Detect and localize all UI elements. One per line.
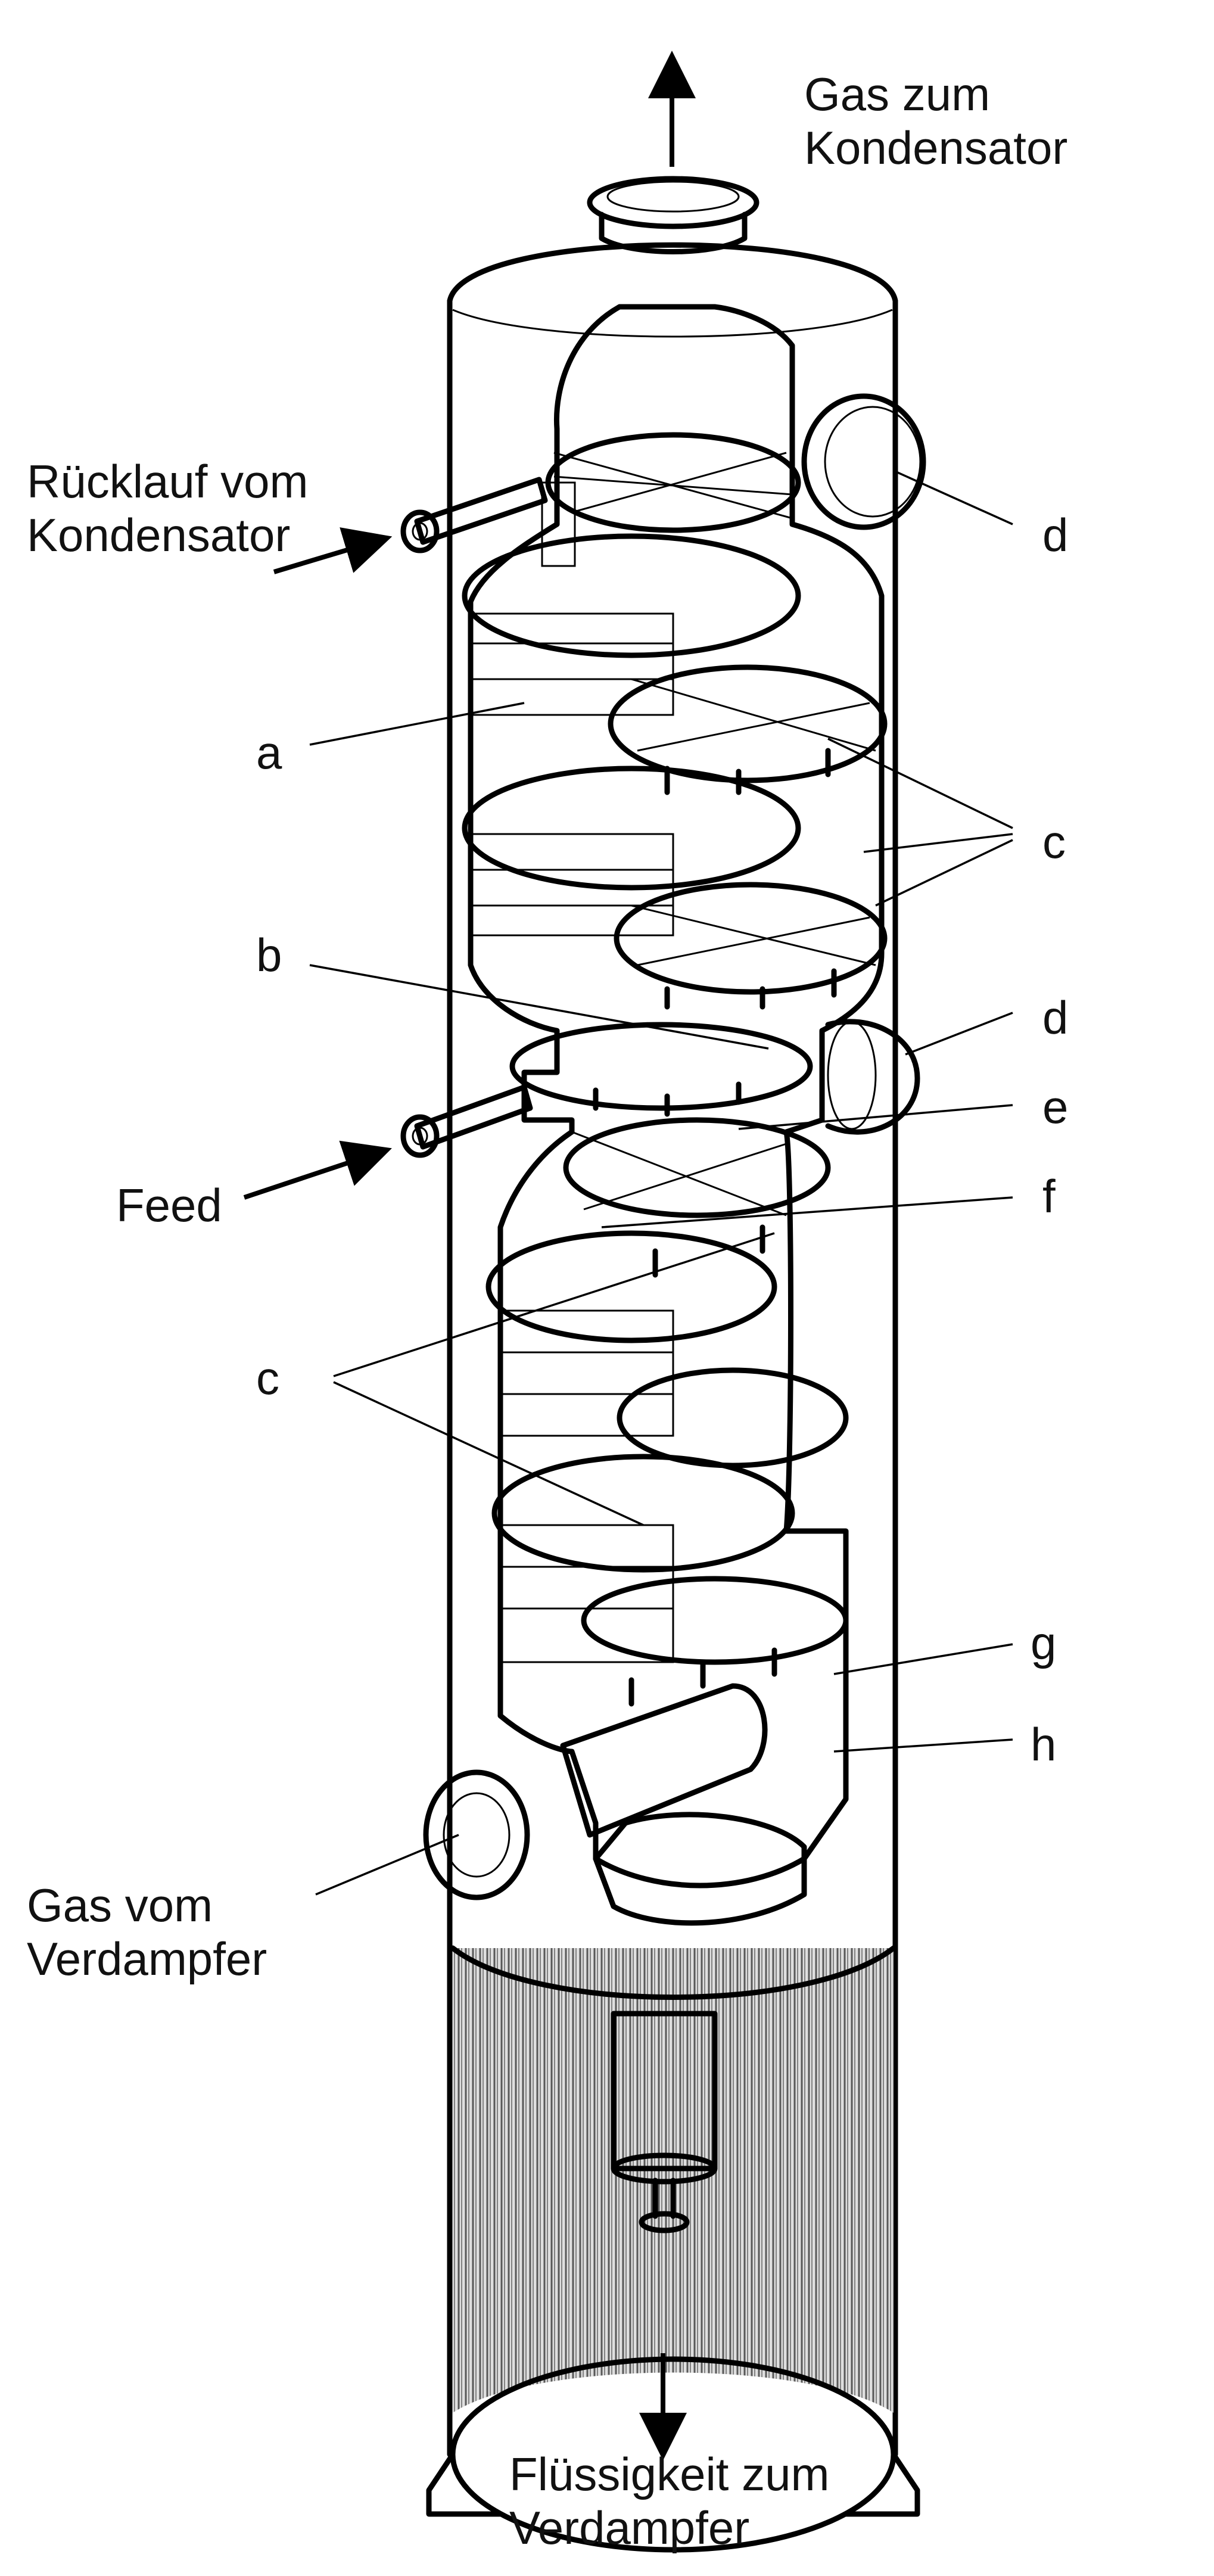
label-a: a (256, 726, 282, 779)
label-gas-to-condenser-2: Kondensator (804, 122, 1067, 174)
feed-arrow (243, 1140, 392, 1200)
label-liquid-1: Flüssigkeit zum (509, 2448, 829, 2500)
manhole-lower (825, 1019, 920, 1135)
vapour-inlet-nozzle (423, 1683, 768, 1900)
label-e: e (1042, 1081, 1068, 1133)
tray-6 (509, 1022, 813, 1111)
top-outlet-nozzle (587, 176, 759, 254)
label-b: b (256, 929, 282, 981)
label-reflux-1: Rücklauf vom (27, 455, 309, 508)
label-f: f (1042, 1170, 1056, 1222)
label-c-lower: c (256, 1352, 279, 1404)
trays (462, 432, 888, 1665)
leader-lines (309, 469, 1013, 1896)
reflux-inlet-pipe (400, 477, 548, 553)
label-gas-from-evaporator-1: Gas vom (27, 1879, 213, 1931)
label-h: h (1031, 1718, 1056, 1771)
reflux-arrow (273, 527, 393, 574)
tray-8 (485, 1230, 777, 1343)
manhole-upper (801, 393, 926, 530)
cutaway-section (468, 304, 885, 1889)
label-liquid-2: Verdampfer (509, 2502, 749, 2554)
label-gas-to-condenser-1: Gas zum (804, 68, 990, 120)
tray-11 (581, 1576, 849, 1665)
feed-inlet-pipe (400, 1084, 533, 1158)
tray-4 (462, 766, 801, 891)
tray-5 (614, 882, 888, 995)
tray-10 (491, 1454, 795, 1573)
tray-3 (608, 664, 888, 783)
sump-liquid (593, 1812, 807, 1926)
label-gas-from-evaporator-2: Verdampfer (27, 1933, 267, 1985)
tray-9 (617, 1367, 849, 1469)
bottom-outlet (611, 2011, 718, 2233)
tray-1 (545, 432, 801, 533)
label-d-upper: d (1042, 509, 1068, 561)
label-feed: Feed (116, 1179, 222, 1231)
label-g: g (1031, 1617, 1056, 1669)
tray-7 (563, 1117, 831, 1218)
tray-2 (462, 533, 801, 658)
label-d-lower: d (1042, 991, 1068, 1044)
label-reflux-2: Kondensator (27, 509, 290, 561)
label-c-upper: c (1042, 816, 1066, 868)
